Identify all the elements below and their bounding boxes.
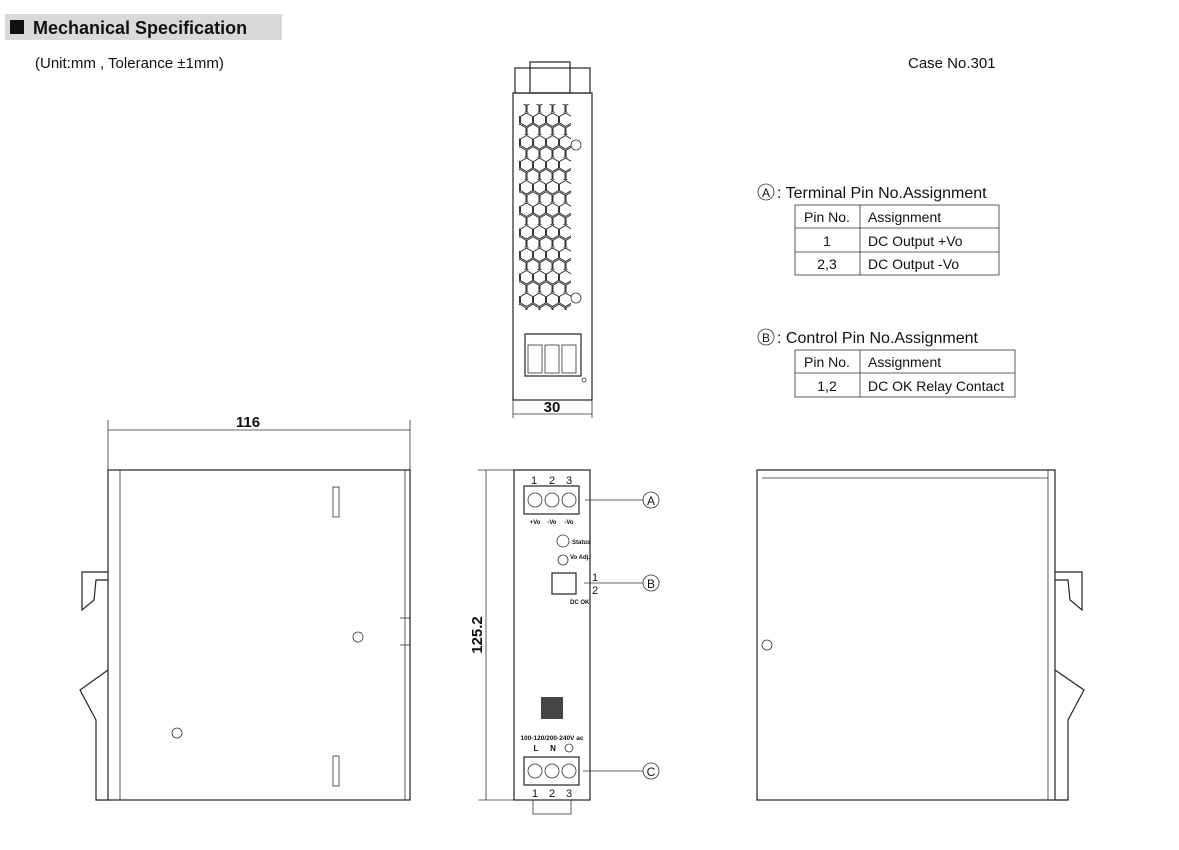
table_a-title: : Terminal Pin No.Assignment (777, 185, 987, 202)
front_panel-output_labels-1: -Vo (547, 520, 557, 526)
table_a-headers-0: Pin No. (804, 209, 850, 225)
table_b-headers-0: Pin No. (804, 354, 850, 370)
control-pin-table: B : Control Pin No.Assignment Pin No. As… (757, 328, 1016, 398)
side-view-left (79, 469, 411, 801)
dimension-height: 125.2 (469, 469, 514, 801)
front_panel-input_pins-0: 1 (532, 788, 538, 800)
ventilation-holes (519, 104, 571, 310)
screw-icon (570, 139, 582, 151)
front_panel-dcok_pins-0: 1 (592, 572, 598, 584)
table_b-rows-0-1: DC OK Relay Contact (868, 378, 1004, 394)
status-led (556, 534, 570, 548)
table_a-rows-1-1: DC Output -Vo (868, 256, 959, 272)
case-number: Case No.301 (908, 55, 996, 72)
dimension-length: 116 (107, 414, 411, 470)
front_panel-input_labels-0: L (534, 744, 539, 753)
front_panel-input_rating: 100-120/200-240V ac (521, 735, 584, 742)
dimension-width: 30 (512, 399, 593, 418)
top-view (512, 61, 593, 401)
qr-code (541, 697, 563, 719)
front_panel-output_labels-0: +Vo (530, 520, 541, 526)
side-view-right (756, 469, 1085, 801)
table_b-marker: B (762, 331, 770, 345)
front-view: 1 2 3 +Vo -Vo -Vo A Status Vo Adj. 1 2 D… (513, 469, 660, 815)
front_panel-input_pins-2: 3 (566, 788, 572, 800)
terminal-pin-table: A : Terminal Pin No.Assignment Pin No. A… (757, 183, 1000, 276)
table_a-headers-1: Assignment (868, 209, 941, 225)
vo-adj-potentiometer (557, 554, 569, 566)
section-title: Mechanical Specification (33, 18, 247, 38)
front_panel-input_labels-1: N (550, 744, 556, 753)
front_panel-vo_adj_label: Vo Adj. (570, 555, 590, 561)
table_b-headers-1: Assignment (868, 354, 941, 370)
front_panel-output_labels-2: -Vo (564, 520, 574, 526)
ground-icon (564, 743, 574, 753)
front_panel-callouts-1: B (647, 577, 655, 591)
table_a-rows-1-0: 2,3 (817, 256, 837, 272)
table_b-title: : Control Pin No.Assignment (777, 330, 979, 347)
front_panel-input_pins-1: 2 (549, 788, 555, 800)
section-header: Mechanical Specification (5, 14, 282, 40)
front_panel-output_pins-0: 1 (531, 475, 537, 487)
front_panel-dcok_label: DC OK (570, 600, 590, 606)
table_a-rows-0-0: 1 (823, 233, 831, 249)
front_panel-output_pins-2: 3 (566, 475, 572, 487)
table_a-rows-0-1: DC Output +Vo (868, 233, 963, 249)
front_panel-dcok_pins-1: 2 (592, 585, 598, 597)
front_panel-callouts-2: C (647, 765, 656, 779)
dimensions-width_top: 30 (544, 399, 561, 416)
dimensions-length_side: 116 (236, 414, 260, 431)
front_panel-callouts-0: A (647, 494, 655, 508)
table_a-marker: A (762, 186, 770, 200)
square-bullet-icon (10, 20, 24, 34)
front_panel-status_label: Status (572, 540, 591, 546)
screw-icon (570, 292, 582, 304)
unit-note: (Unit:mm , Tolerance ±1mm) (35, 55, 224, 72)
dimensions-height_front: 125.2 (469, 616, 486, 654)
table_b-rows-0-0: 1,2 (817, 378, 837, 394)
front_panel-output_pins-1: 2 (549, 475, 555, 487)
